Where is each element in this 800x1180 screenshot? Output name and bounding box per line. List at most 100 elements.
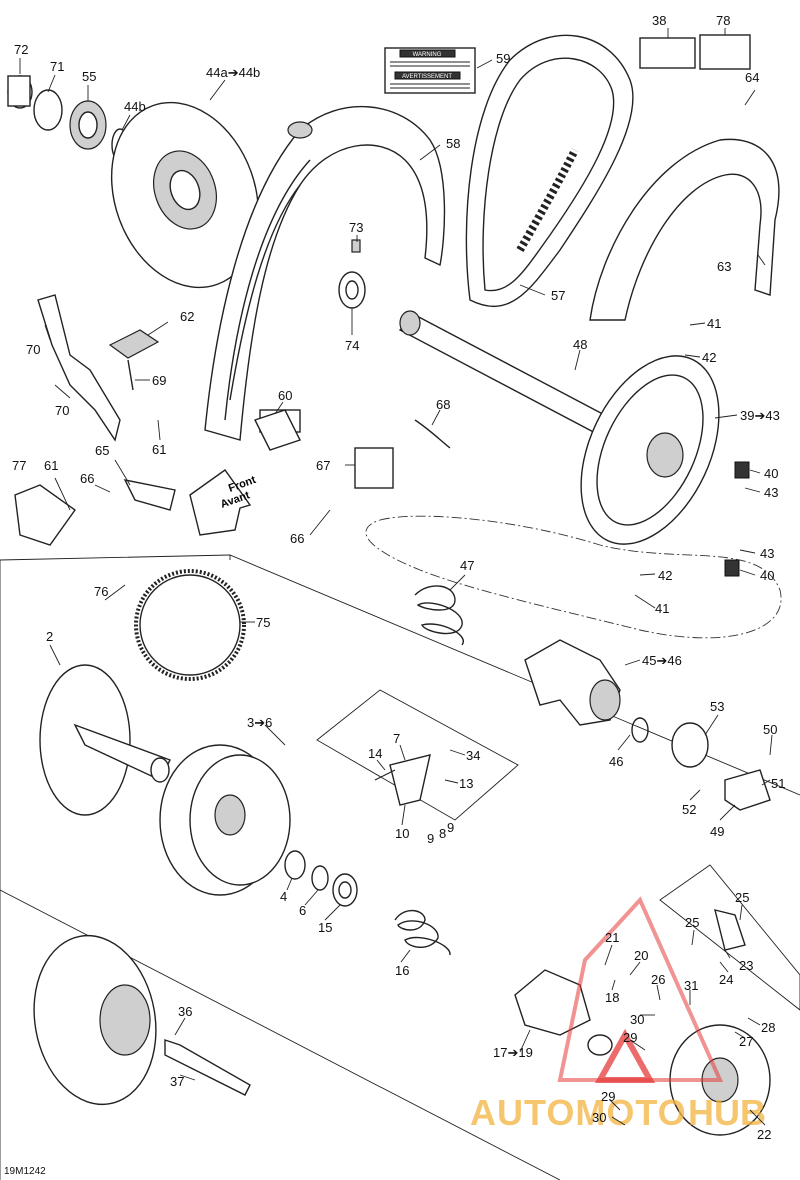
callout-53: 53 [710, 699, 724, 714]
callout-44b: 44b [124, 99, 146, 114]
callout-69: 69 [152, 373, 166, 388]
callout-76: 76 [94, 584, 108, 599]
callout-42b: 42 [658, 568, 672, 583]
callout-41a: 41 [707, 316, 721, 331]
callout-78: 78 [716, 13, 730, 28]
callout-52: 52 [682, 802, 696, 817]
callout-40a: 40 [764, 466, 778, 481]
callout-30a: 30 [630, 1012, 644, 1027]
drive-belt [465, 34, 634, 307]
callout-50: 50 [763, 722, 777, 737]
callout-46: 46 [609, 754, 623, 769]
warning-title-fr: AVERTISSEMENT [402, 74, 452, 80]
callout-71: 71 [50, 59, 64, 74]
callout-4: 4 [280, 889, 287, 904]
callout-25b: 25 [685, 915, 699, 930]
callout-62: 62 [180, 309, 194, 324]
callout-27: 27 [739, 1034, 753, 1049]
callout-45: 45➔46 [642, 653, 682, 668]
watermark-text: AUTOMOTO [470, 1092, 687, 1133]
callout-8: 8 [439, 826, 446, 841]
bushing-74 [338, 239, 366, 309]
diagram-code: 19M1242 [4, 1166, 46, 1177]
callout-29a: 29 [623, 1030, 637, 1045]
callout-13: 13 [459, 776, 473, 791]
bearing-stack [7, 75, 129, 162]
callout-36: 36 [178, 1004, 192, 1019]
callout-72: 72 [14, 42, 28, 57]
callout-41b: 41 [655, 601, 669, 616]
callout-29b: 29 [601, 1089, 615, 1104]
callout-66b: 66 [290, 531, 304, 546]
callout-9b: 9 [427, 831, 434, 846]
callout-51: 51 [771, 776, 785, 791]
callout-15: 15 [318, 920, 332, 935]
callout-37: 37 [170, 1074, 184, 1089]
leader-lines [19, 28, 773, 1126]
callout-30b: 30 [592, 1110, 606, 1125]
callout-61a: 61 [152, 442, 166, 457]
callout-25a: 25 [735, 890, 749, 905]
callout-24: 24 [719, 972, 733, 987]
callout-75: 75 [256, 615, 270, 630]
callout-9a: 9 [447, 820, 454, 835]
callout-21: 21 [605, 930, 619, 945]
warning-label: WARNING AVERTISSEMENT [384, 47, 476, 94]
callout-77: 77 [12, 458, 26, 473]
callout-38: 38 [652, 13, 666, 28]
belt-guard [589, 34, 780, 321]
mount-brackets [14, 409, 451, 546]
spring-47 [414, 585, 465, 646]
callout-44a: 44a➔44b [206, 65, 260, 80]
callout-70b: 70 [55, 403, 69, 418]
callout-59: 59 [496, 51, 510, 66]
callout-34: 34 [466, 748, 480, 763]
callout-48: 48 [573, 337, 587, 352]
callout-26: 26 [651, 972, 665, 987]
watermark-logo: AUTOMOTO HUB [470, 896, 766, 1133]
callout-40b: 40 [760, 568, 774, 583]
callout-labels: 72 71 55 44a➔44b 44b 59 38 78 64 58 62 7… [12, 13, 785, 1142]
callout-31: 31 [684, 978, 698, 993]
callout-6: 6 [299, 903, 306, 918]
cam-ramp [524, 639, 771, 811]
callout-2: 2 [46, 629, 53, 644]
callout-57: 57 [551, 288, 565, 303]
callout-58: 58 [446, 136, 460, 151]
callout-22: 22 [757, 1127, 771, 1142]
callout-17: 17➔19 [493, 1045, 533, 1060]
callout-14: 14 [368, 746, 382, 761]
callout-55: 55 [82, 69, 96, 84]
clutch-assembly [33, 934, 251, 1106]
callout-73: 73 [349, 220, 363, 235]
callout-74: 74 [345, 338, 359, 353]
watermark-text-2: HUB [688, 1092, 766, 1133]
callout-67: 67 [316, 458, 330, 473]
callout-23: 23 [739, 958, 753, 973]
weight-assembly [374, 754, 431, 806]
callout-20: 20 [634, 948, 648, 963]
pulley-44a [110, 101, 260, 289]
ring-gear [134, 569, 246, 681]
spring-16 [394, 909, 451, 956]
callout-68: 68 [436, 397, 450, 412]
brackets-left [37, 294, 160, 442]
callout-70a: 70 [26, 342, 40, 357]
callout-47: 47 [460, 558, 474, 573]
callout-61b: 61 [44, 458, 58, 473]
callout-3: 3➔6 [247, 715, 272, 730]
callout-10: 10 [395, 826, 409, 841]
callout-64: 64 [745, 70, 759, 85]
callout-43b: 43 [760, 546, 774, 561]
callout-18: 18 [605, 990, 619, 1005]
callout-66a: 66 [80, 471, 94, 486]
roller-rings [284, 850, 358, 907]
callout-7: 7 [393, 731, 400, 746]
callout-39: 39➔43 [740, 408, 780, 423]
movable-sheave [159, 744, 291, 896]
front-arrow: Front Avant [189, 469, 258, 536]
callout-60: 60 [278, 388, 292, 403]
callout-65: 65 [95, 443, 109, 458]
warning-title: WARNING [413, 52, 442, 58]
